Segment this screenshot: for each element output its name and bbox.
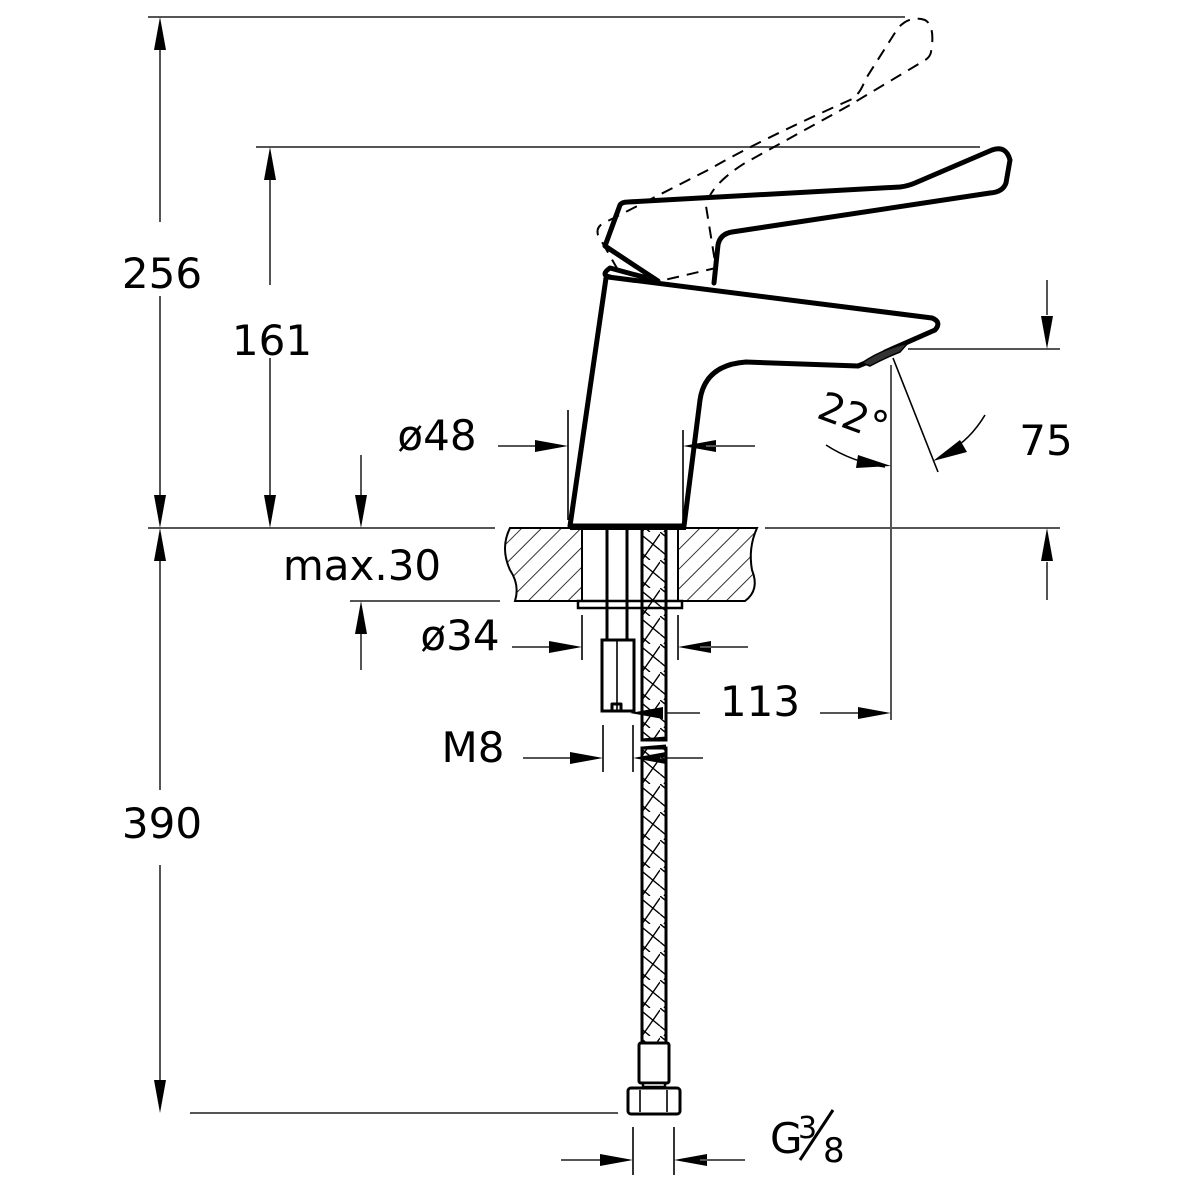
lever-handle-open-position: [596, 17, 934, 283]
label-projection: 113: [720, 677, 800, 726]
label-spout-angle: 22°: [812, 383, 894, 450]
dimension-total-height: 256: [122, 17, 202, 528]
label-body-diameter: ø48: [397, 411, 476, 460]
label-handle-height: 161: [232, 316, 312, 365]
label-total-height: 256: [122, 249, 202, 298]
extension-lines: [148, 16, 1060, 1114]
dimension-spout-angle: 22°: [812, 357, 986, 473]
braided-hose: [626, 526, 682, 1116]
lever-handle: [602, 146, 1013, 286]
countertop-section: [504, 527, 759, 602]
dimension-countertop-max: max.30: [283, 455, 441, 670]
dimension-spout-height: 75: [1019, 280, 1073, 600]
label-hose-connection-den: 8: [823, 1131, 845, 1171]
faucet-body: [567, 274, 941, 530]
label-hose-connection-num: 3: [798, 1111, 817, 1146]
label-spout-height: 75: [1019, 416, 1072, 465]
dimension-shank-diameter: ø34: [420, 611, 748, 660]
dimension-handle-height: 161: [232, 147, 312, 528]
mounting-hardware: [576, 528, 684, 713]
dimension-body-diameter: ø48: [397, 410, 755, 520]
label-countertop-max: max.30: [283, 541, 441, 590]
label-stud-thread: M8: [442, 723, 505, 772]
dimension-projection: 113: [630, 677, 891, 726]
label-hose-connection-g: G: [770, 1114, 803, 1163]
dimension-hose-length: 390: [122, 528, 202, 1113]
dimension-hose-connection: G 3 8: [561, 1109, 845, 1175]
label-hose-length: 390: [122, 799, 202, 848]
label-shank-diameter: ø34: [420, 611, 499, 660]
